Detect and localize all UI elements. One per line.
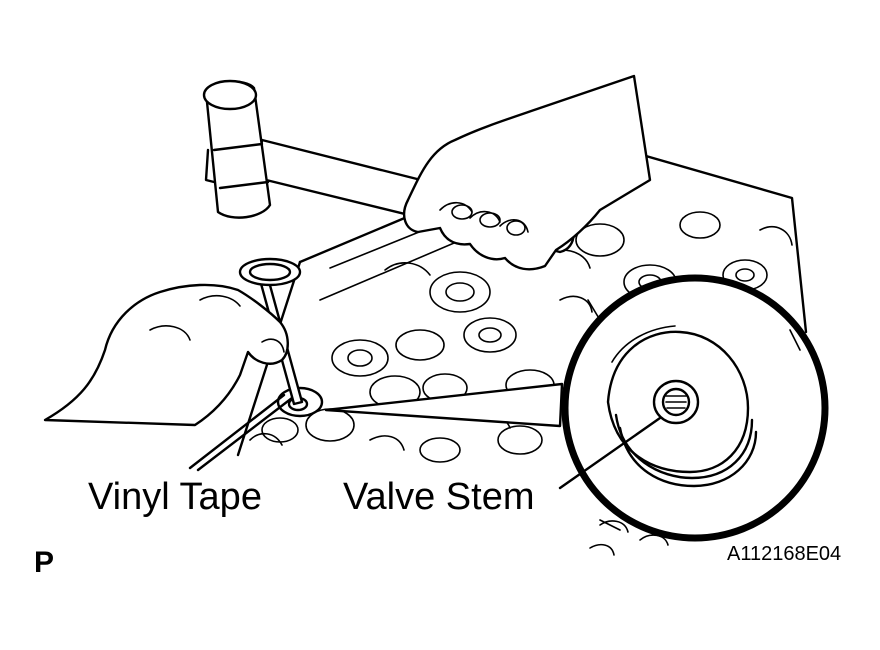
valve-stem-label: Valve Stem [343, 476, 535, 518]
magnified-view [324, 274, 829, 542]
vinyl-tape-leader [196, 396, 294, 472]
view-marker-label: P [34, 546, 55, 579]
upper-hand [403, 74, 652, 271]
figure-code-label: A112168E04 [727, 543, 842, 565]
valve-stem-leader [558, 416, 662, 490]
vinyl-tape-label: Vinyl Tape [88, 476, 262, 518]
lower-hand [43, 283, 289, 427]
cylinder-head [236, 138, 808, 556]
leader-lines [188, 393, 662, 490]
